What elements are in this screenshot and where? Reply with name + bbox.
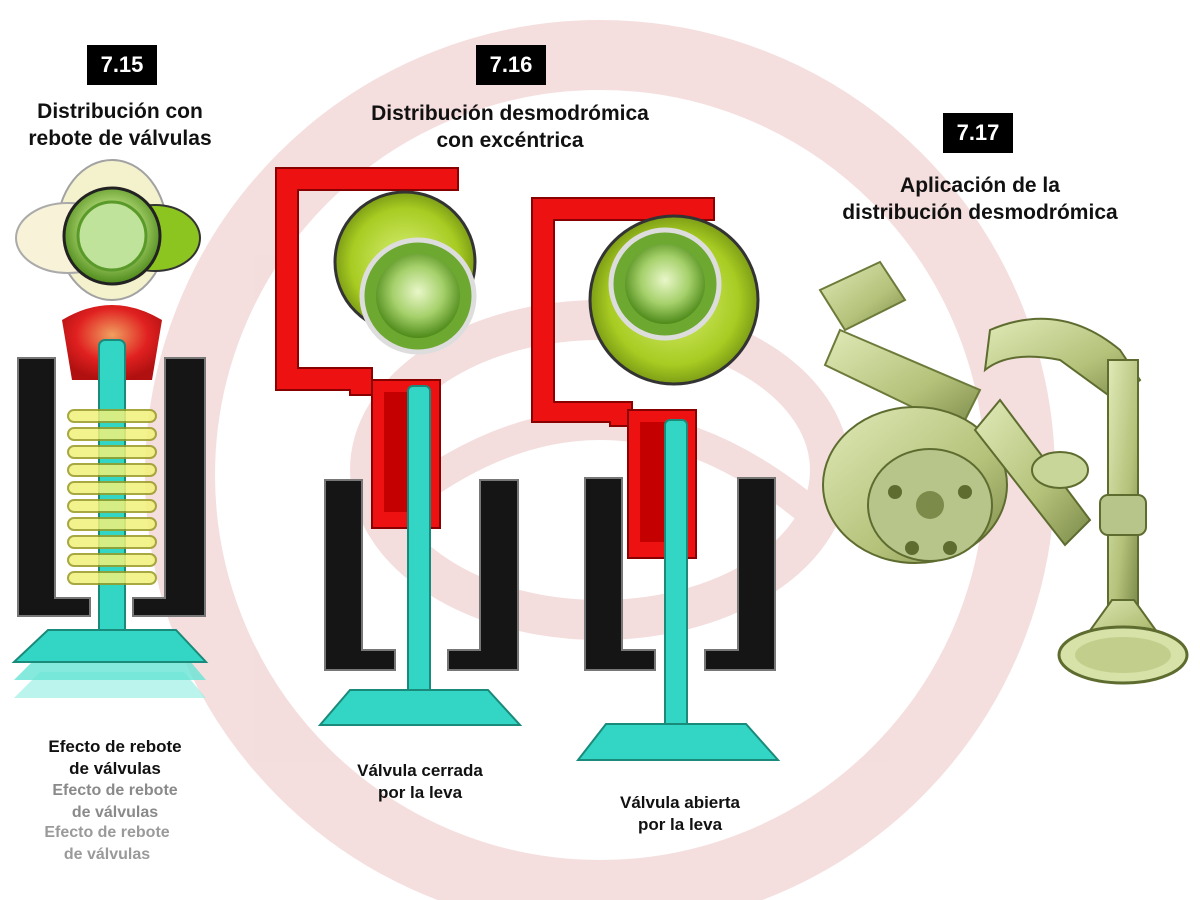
closed-caption-line1: Válvula cerrada xyxy=(357,761,483,780)
valve-stem xyxy=(664,419,688,733)
figure-7-15-title-line2: rebote de válvulas xyxy=(28,127,212,150)
valve-guide xyxy=(584,477,656,671)
figure-number-7-16: 7.16 xyxy=(476,45,546,85)
figure-7-15-title: Distribución con rebote de válvulas xyxy=(0,98,240,152)
valve-guide xyxy=(704,477,776,671)
caption-echo-line1: Efecto de rebote xyxy=(52,782,178,799)
figure-7-15-title-line1: Distribución con xyxy=(37,100,203,123)
figure-7-16-title: Distribución desmodrómica con excéntrica xyxy=(330,100,690,154)
figure-7-17-title-line1: Aplicación de la xyxy=(900,174,1060,197)
valve-spring xyxy=(67,409,157,585)
valve-head xyxy=(317,689,523,726)
valve-guide xyxy=(447,479,519,671)
figure-7-17-title-line2: distribución desmodrómica xyxy=(842,201,1118,224)
figure-7-15-caption-echo: Efecto de rebote de válvulas xyxy=(10,780,220,824)
figure-7-16-open-caption: Válvula abierta por la leva xyxy=(575,792,785,836)
valve-guide xyxy=(324,479,396,671)
open-caption-line2: por la leva xyxy=(637,815,723,834)
figure-number-7-15: 7.15 xyxy=(87,45,157,85)
figure-7-15-caption-echo: Efecto de rebote de válvulas xyxy=(2,822,212,866)
valve-stem xyxy=(407,385,431,705)
valve-guide xyxy=(17,357,91,617)
figure-number-7-17: 7.17 xyxy=(943,113,1013,153)
figure-7-15-diagram xyxy=(11,159,209,698)
caption-echo-line2: de válvulas xyxy=(71,804,159,821)
figure-7-16-open-diagram xyxy=(531,197,781,761)
open-caption-line1: Válvula abierta xyxy=(619,793,740,812)
figure-7-17-3d-part xyxy=(818,260,1189,685)
valve-guide xyxy=(132,357,206,617)
caption-echo-line1: Efecto de rebote xyxy=(44,824,170,841)
caption-line1: Efecto de rebote xyxy=(48,737,182,756)
caption-line2: de válvulas xyxy=(69,759,161,778)
valve-head xyxy=(575,723,781,761)
closed-caption-line2: por la leva xyxy=(377,783,463,802)
valve-head xyxy=(11,629,209,663)
figure-7-16-title-line1: Distribución desmodrómica xyxy=(371,102,649,125)
figure-7-15-caption: Efecto de rebote de válvulas xyxy=(10,736,220,780)
figure-7-16-closed-caption: Válvula cerrada por la leva xyxy=(315,760,525,804)
figure-7-16-title-line2: con excéntrica xyxy=(436,129,584,152)
figure-7-16-closed-diagram xyxy=(275,167,523,726)
figure-7-17-title: Aplicación de la distribución desmodrómi… xyxy=(800,172,1160,226)
caption-echo-line2: de válvulas xyxy=(63,846,151,863)
